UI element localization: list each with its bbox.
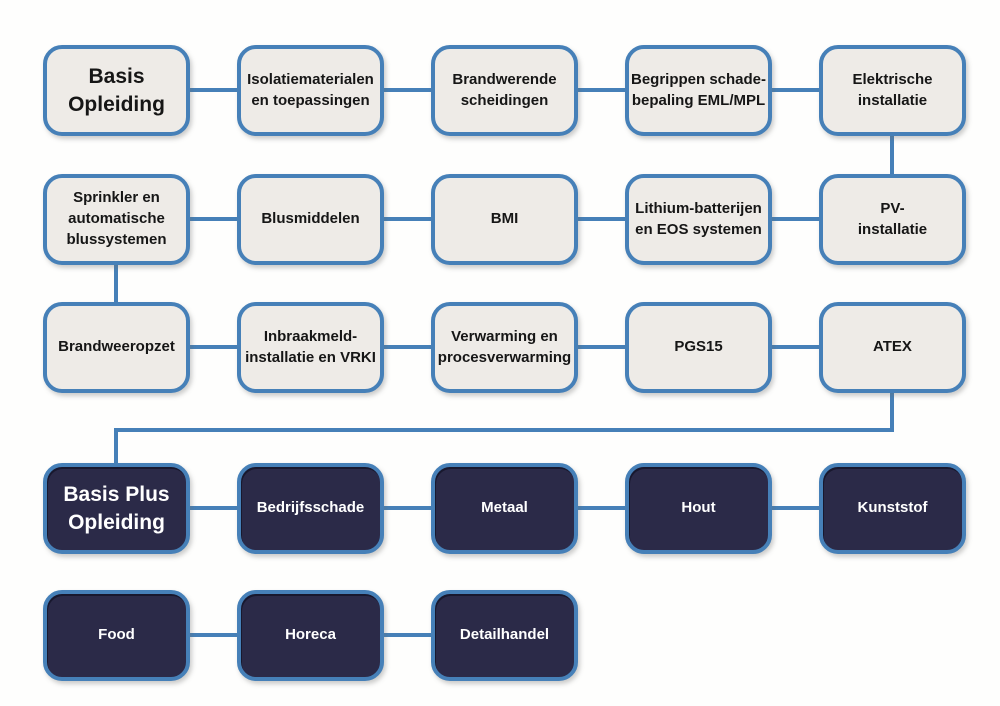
- node-inbraakmeldinstallatie: Inbraakmeld- installatie en VRKI: [237, 302, 384, 393]
- node-brandwerende-scheidingen: Brandwerende scheidingen: [431, 45, 578, 136]
- node-bmi: BMI: [431, 174, 578, 265]
- row-basis-opleiding-3: Brandweeropzet Inbraakmeld- installatie …: [43, 302, 966, 393]
- connector-sprinkler-brandweeropzet: [114, 219, 118, 349]
- node-elektrische-installatie: Elektrische installatie: [819, 45, 966, 136]
- node-food: Food: [43, 590, 190, 681]
- node-bedrijfsschade: Bedrijfsschade: [237, 463, 384, 554]
- node-basis-plus-opleiding: Basis Plus Opleiding: [43, 463, 190, 554]
- node-isolatiematerialen: Isolatiematerialen en toepassingen: [237, 45, 384, 136]
- node-brandweeropzet: Brandweeropzet: [43, 302, 190, 393]
- node-blusmiddelen: Blusmiddelen: [237, 174, 384, 265]
- node-pgs15: PGS15: [625, 302, 772, 393]
- node-begrippen-schadebepaling: Begrippen schade- bepaling EML/MPL: [625, 45, 772, 136]
- connector-elektrische-pv: [890, 90, 894, 220]
- node-hout: Hout: [625, 463, 772, 554]
- connector-atex-basisplus-horizontal: [114, 428, 894, 432]
- node-horeca: Horeca: [237, 590, 384, 681]
- node-verwarming: Verwarming en procesverwarming: [431, 302, 578, 393]
- node-basis-opleiding: Basis Opleiding: [43, 45, 190, 136]
- row-basis-plus-opleiding-2: Food Horeca Detailhandel: [43, 590, 578, 681]
- row-basis-opleiding-1: Basis Opleiding Isolatiematerialen en to…: [43, 45, 966, 136]
- node-kunststof: Kunststof: [819, 463, 966, 554]
- node-metaal: Metaal: [431, 463, 578, 554]
- node-lithium-batterijen: Lithium-batterijen en EOS systemen: [625, 174, 772, 265]
- row-basis-opleiding-2: Sprinkler en automatische blussystemen B…: [43, 174, 966, 265]
- row-basis-plus-opleiding-1: Basis Plus Opleiding Bedrijfsschade Meta…: [43, 463, 966, 554]
- node-detailhandel: Detailhandel: [431, 590, 578, 681]
- node-atex: ATEX: [819, 302, 966, 393]
- node-pv-installatie: PV- installatie: [819, 174, 966, 265]
- node-sprinkler-blussystemen: Sprinkler en automatische blussystemen: [43, 174, 190, 265]
